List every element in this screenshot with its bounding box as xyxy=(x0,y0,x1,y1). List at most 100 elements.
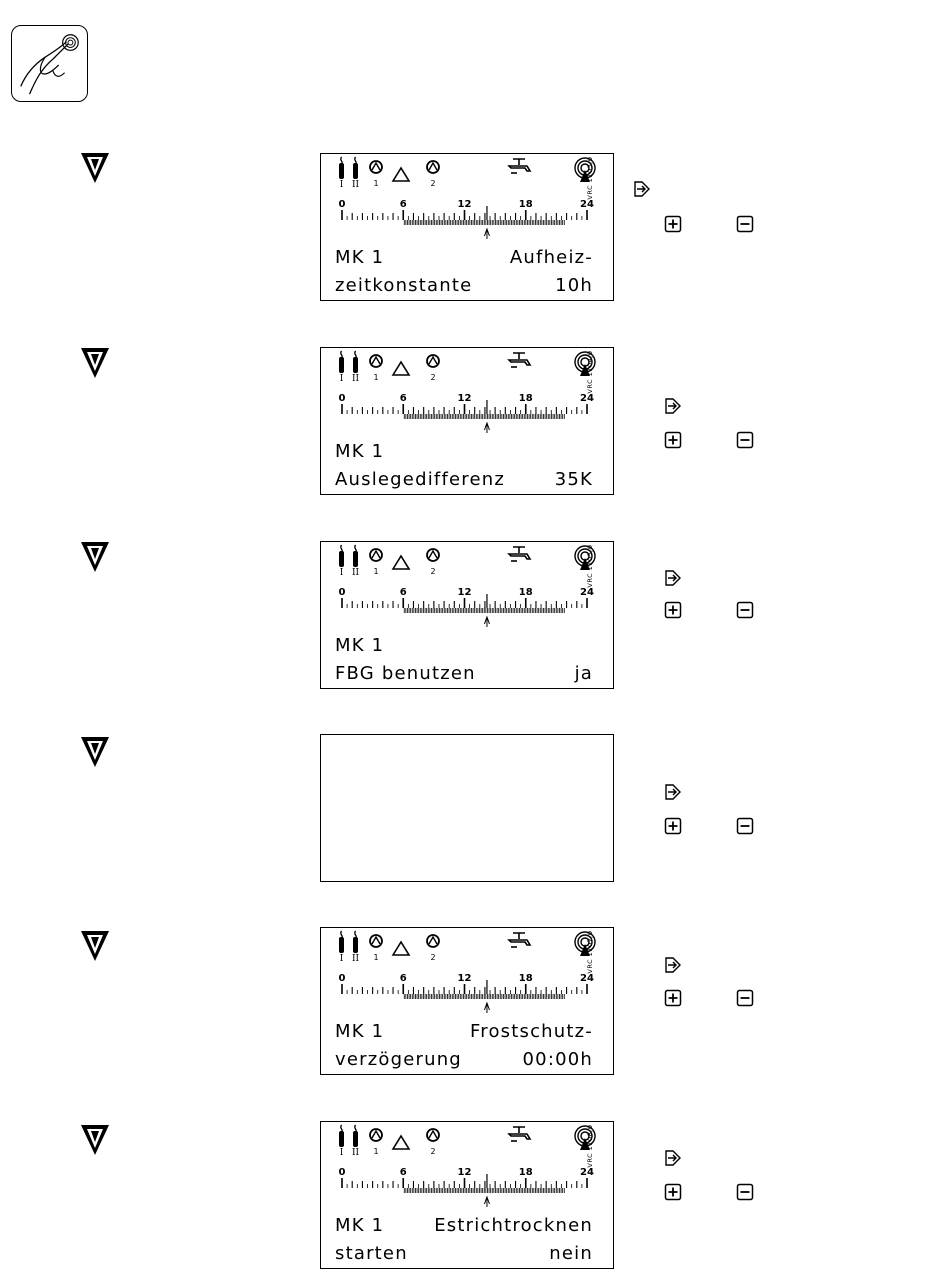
enter-arrow-icon xyxy=(664,783,682,801)
line1-left: MK 1 xyxy=(335,635,385,656)
plus-key-icon xyxy=(664,215,682,233)
line2-right: ja xyxy=(574,663,593,684)
burner-2-icon: II xyxy=(352,350,360,384)
figure-code: VRC 1105/0 xyxy=(586,544,594,588)
burner-1-icon: I xyxy=(339,930,344,964)
display-line-1: MK 1 xyxy=(335,441,593,462)
svg-text:I: I xyxy=(340,568,344,578)
plus-key-icon xyxy=(664,1183,682,1201)
enter-arrow-icon xyxy=(664,569,682,587)
radio-signal-icon xyxy=(574,351,596,376)
display-line-1: MK 1 Frostschutz- xyxy=(335,1021,593,1042)
hot-water-tap-icon xyxy=(507,1126,532,1142)
current-time-marker xyxy=(483,1195,490,1207)
hand-press-icon xyxy=(11,25,88,102)
svg-text:II: II xyxy=(352,180,360,190)
status-icons-row: I II 1 2 xyxy=(339,350,596,384)
burner-1-icon: I xyxy=(339,1124,344,1158)
minus-key-icon xyxy=(736,989,754,1007)
pump-1-icon: 1 xyxy=(369,1128,383,1156)
tick-label: 0 xyxy=(339,587,346,598)
line2-left: starten xyxy=(335,1243,408,1264)
enter-arrow-icon xyxy=(664,956,682,974)
tick-label: 6 xyxy=(400,393,407,404)
svg-text:II: II xyxy=(352,568,360,578)
line2-left: Auslegedifferenz xyxy=(335,469,505,490)
line1-left: MK 1 xyxy=(335,1215,385,1236)
svg-text:2: 2 xyxy=(430,567,435,576)
line2-left: verzögerung xyxy=(335,1049,462,1070)
down-arrow-icon xyxy=(79,540,111,574)
svg-text:II: II xyxy=(352,954,360,964)
pump-1-icon: 1 xyxy=(369,160,383,188)
minus-key-icon xyxy=(736,431,754,449)
radio-signal-icon xyxy=(574,931,596,956)
pump-2-icon: 2 xyxy=(426,1128,440,1156)
tick-label: 24 xyxy=(580,973,594,984)
plus-key-icon xyxy=(664,601,682,619)
tick-label: 18 xyxy=(519,393,533,404)
line1-left: MK 1 xyxy=(335,441,385,462)
radio-signal-icon xyxy=(574,1125,596,1150)
display-line-2: FBG benutzen ja xyxy=(335,663,593,684)
burner-1-icon: I xyxy=(339,544,344,578)
current-time-marker xyxy=(483,1001,490,1013)
line2-left: zeitkonstante xyxy=(335,275,473,296)
current-time-marker xyxy=(483,227,490,239)
tick-label: 0 xyxy=(339,1167,346,1178)
svg-text:2: 2 xyxy=(430,179,435,188)
burner-2-icon: II xyxy=(352,1124,359,1158)
current-time-marker xyxy=(483,615,490,627)
tick-label: 6 xyxy=(400,587,407,598)
tick-label: 12 xyxy=(458,587,472,598)
status-icons-row: I II 1 2 xyxy=(339,930,596,964)
tick-label: 18 xyxy=(519,1167,533,1178)
display-line-2: starten nein xyxy=(335,1243,593,1264)
minus-key-icon xyxy=(736,817,754,835)
svg-text:1: 1 xyxy=(373,373,378,382)
pump-2-icon: 2 xyxy=(426,934,440,962)
pump-2-icon: 2 xyxy=(426,548,440,576)
burner-2-icon: II xyxy=(352,930,360,964)
line1-right: Frostschutz- xyxy=(470,1021,593,1042)
warning-triangle-icon xyxy=(391,1134,411,1150)
hot-water-tap-icon xyxy=(507,352,532,368)
burner-2-icon: II xyxy=(352,544,360,578)
plus-key-icon xyxy=(664,431,682,449)
svg-text:2: 2 xyxy=(430,1147,435,1156)
tick-label: 24 xyxy=(580,587,594,598)
tick-label: 24 xyxy=(580,393,594,404)
figure-code: VRC 1108/0 xyxy=(586,1124,594,1168)
plus-key-icon xyxy=(664,817,682,835)
display-line-1: MK 1 Estrichtrocknen xyxy=(335,1215,593,1236)
hot-water-tap-icon xyxy=(507,932,532,948)
warning-triangle-icon xyxy=(391,360,411,376)
svg-text:II: II xyxy=(352,374,360,384)
down-arrow-icon xyxy=(79,346,111,380)
burner-1-icon: I xyxy=(339,156,344,190)
display-line-1: MK 1 xyxy=(335,635,593,656)
tick-label: 6 xyxy=(400,1167,407,1178)
hot-water-tap-icon xyxy=(507,546,532,562)
tick-label: 12 xyxy=(458,393,472,404)
tick-label: 0 xyxy=(339,973,346,984)
warning-triangle-icon xyxy=(391,166,411,182)
tick-label: 24 xyxy=(580,199,594,210)
pump-1-icon: 1 xyxy=(369,354,383,382)
svg-text:2: 2 xyxy=(430,953,435,962)
minus-key-icon xyxy=(736,601,754,619)
tick-label: 24 xyxy=(580,1167,594,1178)
radio-signal-icon xyxy=(574,157,596,182)
svg-text:2: 2 xyxy=(430,373,435,382)
line2-right: nein xyxy=(549,1243,593,1264)
tick-label: 18 xyxy=(519,973,533,984)
status-icons-row: I II 1 2 xyxy=(339,544,596,578)
tick-label: 18 xyxy=(519,199,533,210)
